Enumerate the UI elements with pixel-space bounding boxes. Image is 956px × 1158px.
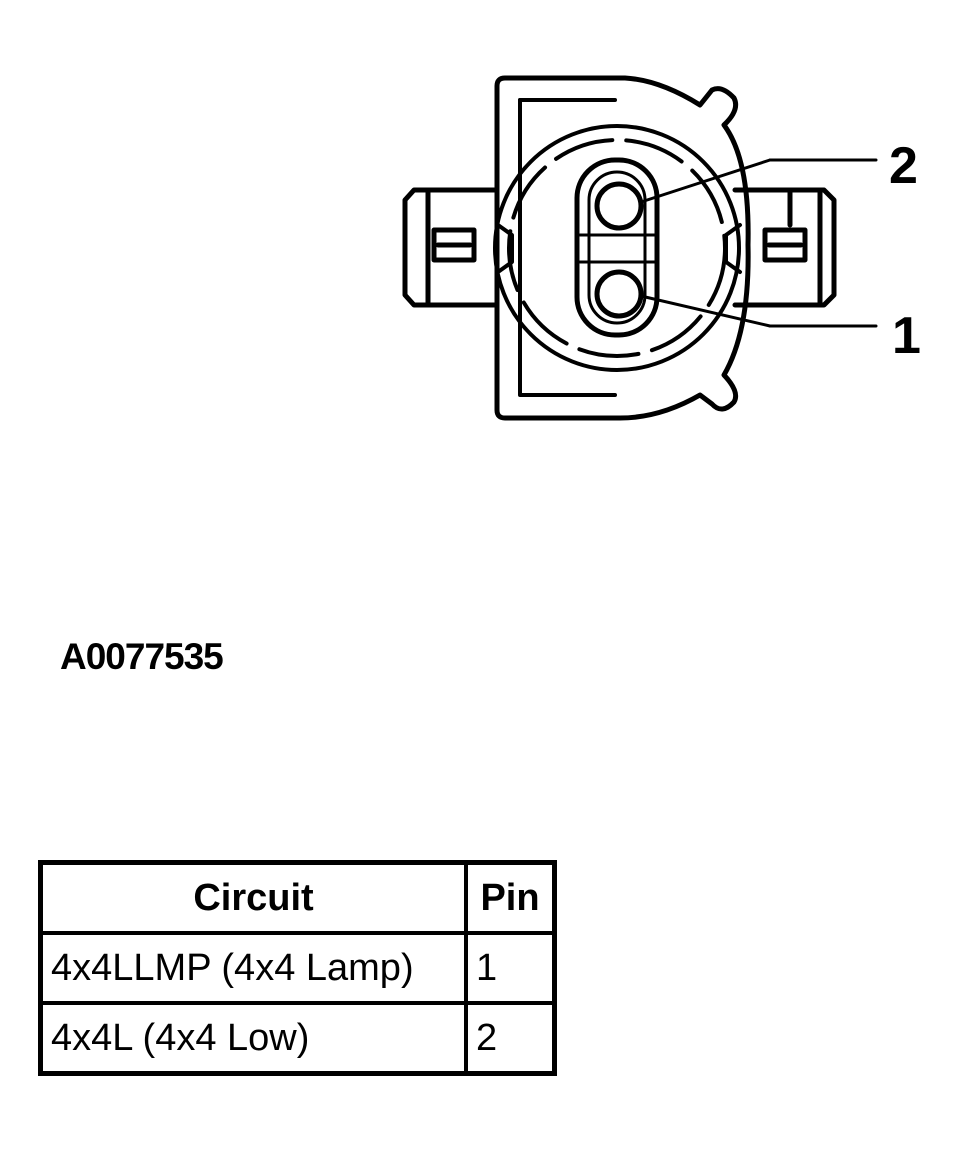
outer-ring bbox=[493, 124, 741, 372]
header-circuit: Circuit bbox=[38, 860, 468, 935]
circuit-cell: 4x4L (4x4 Low) bbox=[38, 1001, 468, 1076]
pinout-table: Circuit Pin 4x4LLMP (4x4 Lamp) 1 4x4L (4… bbox=[38, 860, 557, 1076]
table-header-row: Circuit Pin bbox=[38, 860, 557, 935]
connector-housing bbox=[494, 75, 751, 421]
pin-cell: 1 bbox=[464, 931, 557, 1005]
table-row: 4x4LLMP (4x4 Lamp) 1 bbox=[38, 931, 557, 1005]
terminal-2 bbox=[594, 181, 644, 231]
right-latch-tab bbox=[732, 187, 837, 308]
leader-line-1 bbox=[639, 294, 772, 328]
figure-id-label: A0077535 bbox=[60, 636, 224, 677]
connector-diagram bbox=[402, 75, 878, 421]
terminal-1 bbox=[594, 269, 644, 319]
pin-cell: 2 bbox=[464, 1001, 557, 1076]
header-pin: Pin bbox=[464, 860, 557, 935]
table-row: 4x4L (4x4 Low) 2 bbox=[38, 1001, 557, 1076]
callout-pin-2: 2 bbox=[889, 137, 918, 195]
left-latch-tab bbox=[402, 187, 500, 308]
pin-cavity bbox=[574, 157, 660, 338]
leader-line-2 bbox=[639, 158, 772, 204]
circuit-cell: 4x4LLMP (4x4 Lamp) bbox=[38, 931, 468, 1005]
callout-pin-1: 1 bbox=[892, 307, 921, 365]
